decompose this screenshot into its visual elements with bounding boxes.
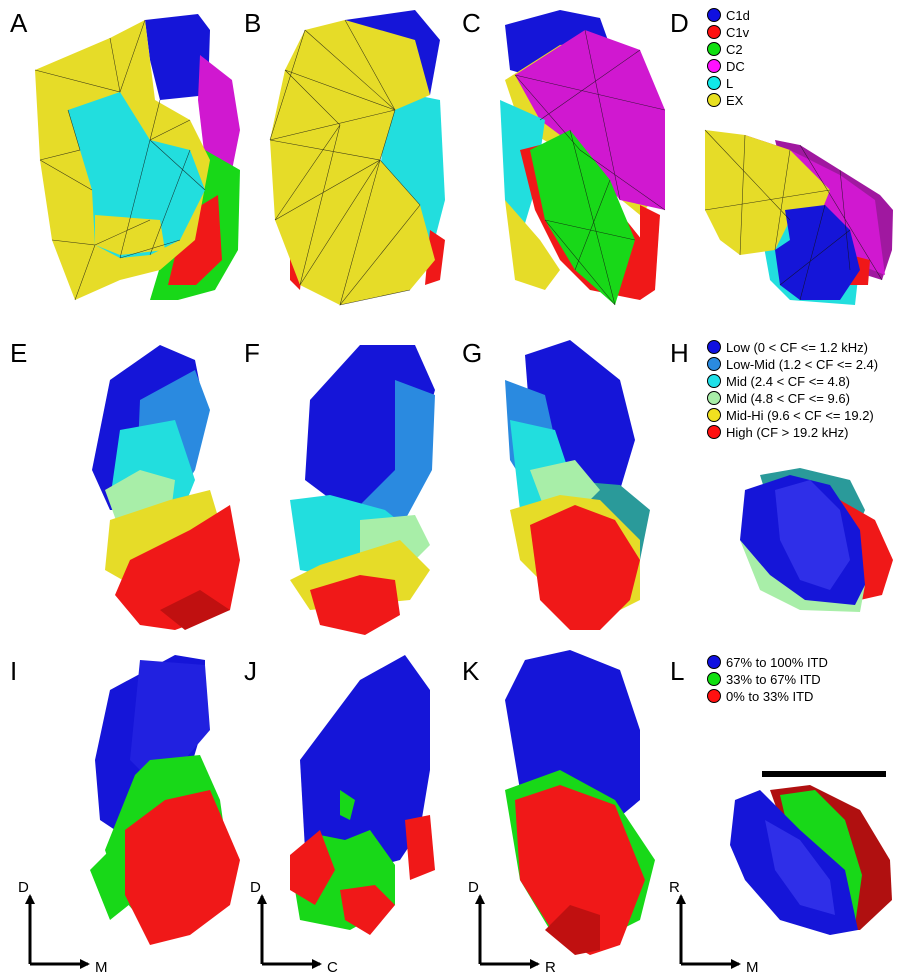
panel-d-model xyxy=(705,130,893,305)
axis-label-vertical: D xyxy=(468,879,479,896)
legend-dot xyxy=(708,673,721,686)
legend-label: C1d xyxy=(726,8,750,23)
legend-label: L xyxy=(726,76,733,91)
legend-label: Low (0 < CF <= 1.2 kHz) xyxy=(726,340,868,355)
legend-dot xyxy=(708,375,721,388)
legend-item: Mid (4.8 < CF <= 9.6) xyxy=(708,391,850,406)
legend-dot xyxy=(708,60,721,73)
legend-itd: 67% to 100% ITD 33% to 67% ITD 0% to 33%… xyxy=(708,655,828,704)
panel-a-model xyxy=(35,14,240,300)
legend-item: C1v xyxy=(708,25,750,40)
legend-regions: C1d C1v C2 DC L EX xyxy=(708,8,750,108)
legend-item: 33% to 67% ITD xyxy=(708,672,821,687)
legend-item: 67% to 100% ITD xyxy=(708,655,828,670)
legend-label: High (CF > 19.2 kHz) xyxy=(726,425,848,440)
legend-item: L xyxy=(708,76,734,91)
legend-dot xyxy=(708,94,721,107)
panel-label-h: H xyxy=(670,338,689,368)
legend-dot xyxy=(708,426,721,439)
legend-item: High (CF > 19.2 kHz) xyxy=(708,425,849,440)
axis-label-horizontal: M xyxy=(95,959,108,976)
legend-item: C2 xyxy=(708,42,743,57)
legend-item: DC xyxy=(708,59,745,74)
panel-b-model xyxy=(270,10,445,305)
legend-item: Low (0 < CF <= 1.2 kHz) xyxy=(708,340,868,355)
panel-label-a: A xyxy=(10,8,28,38)
panel-label-i: I xyxy=(10,656,17,686)
panel-k-model xyxy=(505,650,655,955)
legend-label: 0% to 33% ITD xyxy=(726,689,813,704)
panel-label-b: B xyxy=(244,8,261,38)
legend-item: Mid (2.4 < CF <= 4.8) xyxy=(708,374,850,389)
panel-i-model xyxy=(90,655,240,945)
axis-label-horizontal: R xyxy=(545,959,556,976)
panel-label-e: E xyxy=(10,338,27,368)
panel-label-k: K xyxy=(462,656,480,686)
legend-label: 67% to 100% ITD xyxy=(726,655,828,670)
legend-dot xyxy=(708,341,721,354)
panel-label-f: F xyxy=(244,338,260,368)
axis-label-vertical: D xyxy=(250,879,261,896)
legend-label: C1v xyxy=(726,25,750,40)
axis-label-vertical: D xyxy=(18,879,29,896)
legend-label: DC xyxy=(726,59,745,74)
panel-label-g: G xyxy=(462,338,482,368)
panel-l-model xyxy=(730,785,892,935)
axis-label-horizontal: M xyxy=(746,959,759,976)
panel-c-model xyxy=(500,10,665,305)
orientation-axes-1: D M xyxy=(18,879,108,976)
legend-dot xyxy=(708,409,721,422)
legend-label: Mid-Hi (9.6 < CF <= 19.2) xyxy=(726,408,874,423)
legend-label: Mid (2.4 < CF <= 4.8) xyxy=(726,374,850,389)
legend-label: EX xyxy=(726,93,744,108)
panel-g-model xyxy=(505,340,650,630)
panel-label-l: L xyxy=(670,656,684,686)
legend-item: EX xyxy=(708,93,744,108)
panel-f-model xyxy=(290,345,435,635)
legend-item: C1d xyxy=(708,8,750,23)
panel-e-model xyxy=(92,345,240,630)
legend-item: Low-Mid (1.2 < CF <= 2.4) xyxy=(708,357,879,372)
panel-j-model xyxy=(290,655,435,935)
legend-label: C2 xyxy=(726,42,743,57)
legend-dot xyxy=(708,358,721,371)
panel-h-model xyxy=(740,468,893,612)
panel-label-d: D xyxy=(670,8,689,38)
legend-dot xyxy=(708,9,721,22)
legend-dot xyxy=(708,26,721,39)
legend-dot xyxy=(708,77,721,90)
legend-cf: Low (0 < CF <= 1.2 kHz) Low-Mid (1.2 < C… xyxy=(708,340,879,440)
legend-dot xyxy=(708,43,721,56)
panel-label-j: J xyxy=(244,656,257,686)
legend-label: 33% to 67% ITD xyxy=(726,672,821,687)
legend-label: Mid (4.8 < CF <= 9.6) xyxy=(726,391,850,406)
axis-label-vertical: R xyxy=(669,879,680,896)
legend-label: Low-Mid (1.2 < CF <= 2.4) xyxy=(726,357,878,372)
legend-item: 0% to 33% ITD xyxy=(708,689,814,704)
legend-dot xyxy=(708,392,721,405)
axis-label-horizontal: C xyxy=(327,959,338,976)
legend-item: Mid-Hi (9.6 < CF <= 19.2) xyxy=(708,408,874,423)
legend-dot xyxy=(708,656,721,669)
legend-dot xyxy=(708,690,721,703)
panel-label-c: C xyxy=(462,8,481,38)
orientation-axes-4: R M xyxy=(669,879,759,976)
